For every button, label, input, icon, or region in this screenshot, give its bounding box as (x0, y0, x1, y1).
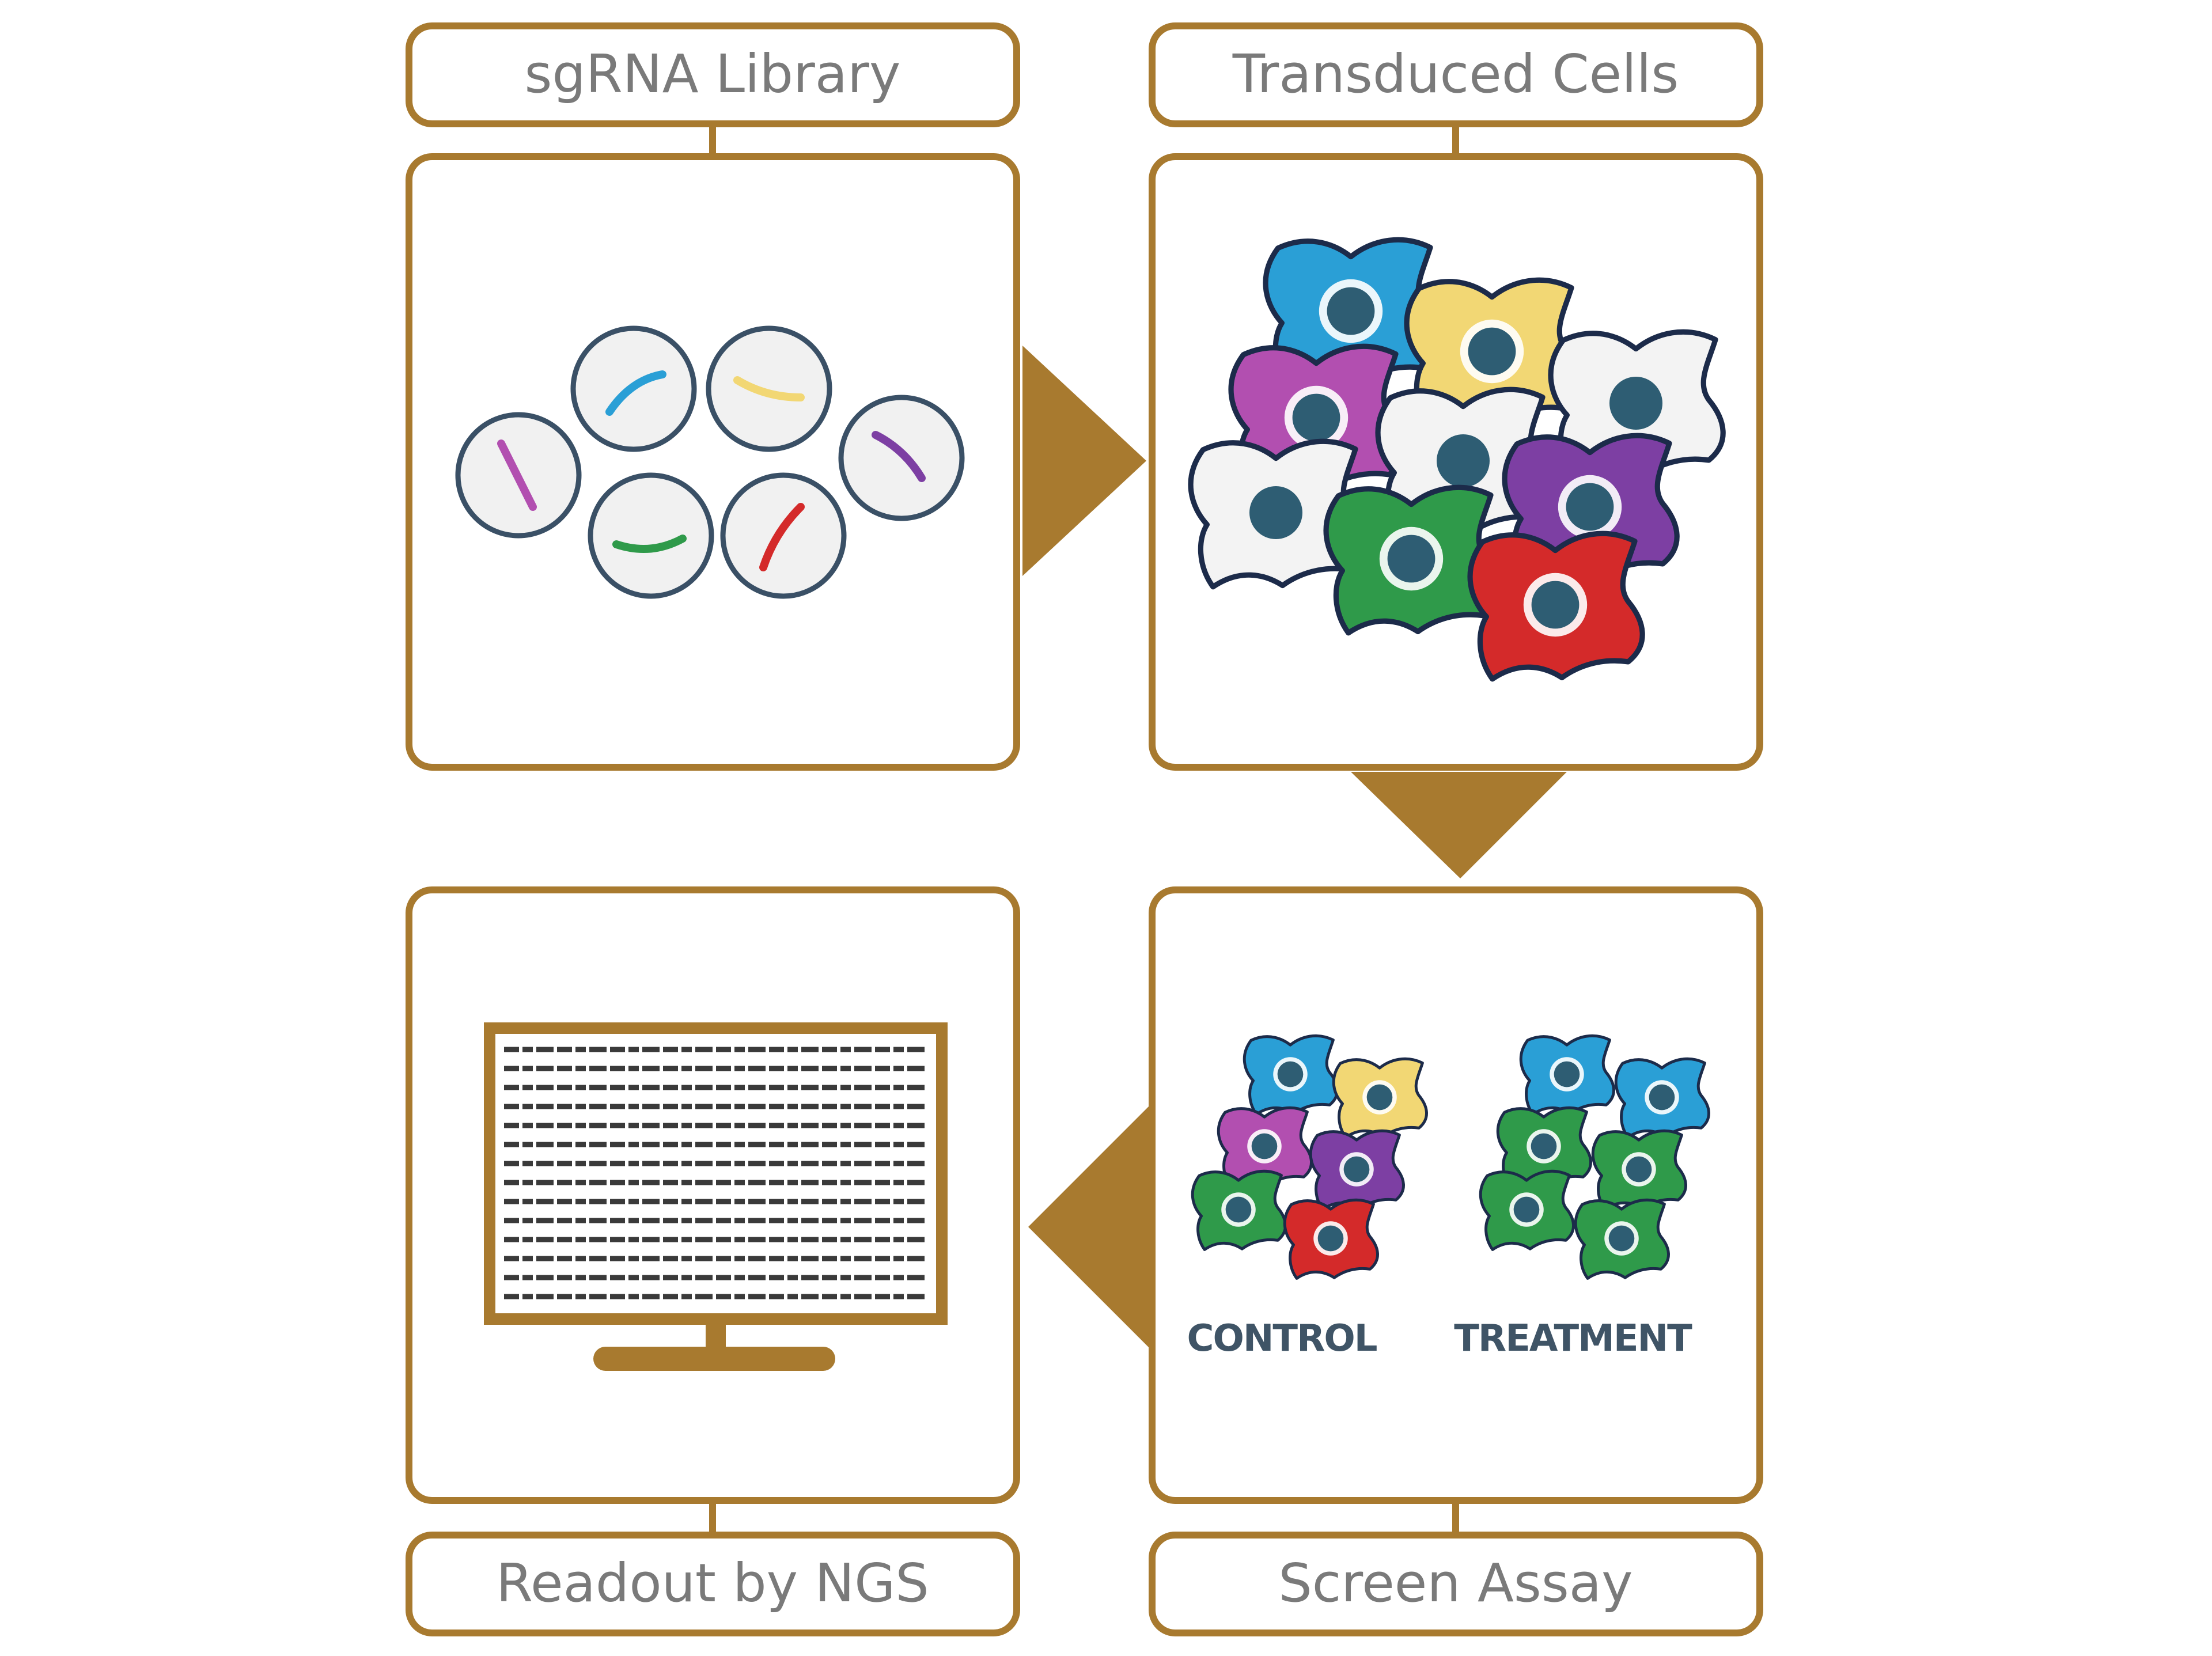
step-label-transduced-cells: Transduced Cells (1232, 43, 1679, 105)
cell-icon (1266, 240, 1438, 385)
cell-icon (1310, 1131, 1403, 1209)
cell-icon (1334, 1059, 1426, 1137)
sgrna-vesicle-icon (720, 472, 847, 599)
sgrna-library-panel (406, 153, 1020, 771)
cell-icon (1521, 1036, 1613, 1114)
cell-icon (1218, 1108, 1311, 1186)
step-sgrna-library: sgRNA Library (406, 22, 1020, 771)
triangle-arrow-icon (1028, 1106, 1149, 1348)
control-cell-cluster (1192, 1036, 1426, 1278)
cell-icon (1285, 1200, 1377, 1278)
monitor-icon (484, 1022, 948, 1371)
sgrna-vesicle-icon (838, 395, 965, 521)
sgrna-vesicle-icon (706, 325, 832, 452)
sequence-readout-lines (504, 1047, 927, 1299)
triangle-arrow-icon (1351, 772, 1567, 878)
triangle-arrow-icon (1022, 346, 1146, 576)
step-label-box (1149, 1532, 1763, 1636)
cell-icon (1575, 1200, 1668, 1278)
transduced-cell-cluster (1191, 240, 1723, 679)
step-readout-by-ngs: Readout by NGS (406, 886, 1020, 1636)
treatment-group-label: TREATMENT (1454, 1317, 1692, 1360)
cell-icon (1326, 487, 1498, 633)
monitor-neck (706, 1319, 726, 1348)
cell-icon (1498, 1108, 1590, 1186)
treatment-cell-cluster (1480, 1036, 1709, 1278)
control-group-label: CONTROL (1187, 1317, 1377, 1360)
step-screen-assay: Screen Assay (1149, 886, 1763, 1636)
step-label-readout-by-ngs: Readout by NGS (496, 1552, 929, 1614)
cell-icon (1480, 1171, 1573, 1249)
monitor-stand (593, 1347, 835, 1371)
cell-icon (1191, 441, 1363, 587)
cell-icon (1378, 389, 1550, 535)
sgrna-vesicle-icon (588, 472, 714, 599)
cell-icon (1616, 1059, 1709, 1137)
cell-icon (1593, 1131, 1685, 1209)
cell-icon (1407, 280, 1579, 426)
cell-icon (1192, 1171, 1285, 1249)
cell-icon (1244, 1036, 1337, 1114)
step-label-sgrna-library: sgRNA Library (525, 43, 901, 105)
sgrna-vesicle-icon (570, 325, 697, 452)
step-label-box (406, 1532, 1020, 1636)
sgrna-vesicle-icon (455, 412, 582, 539)
cell-icon (1231, 346, 1403, 492)
sgrna-vesicles (455, 325, 965, 599)
cell-icon (1470, 533, 1642, 679)
cell-icon (1505, 435, 1677, 581)
step-label-screen-assay: Screen Assay (1278, 1552, 1633, 1614)
step-transduced-cells: Transduced Cells (1149, 22, 1763, 771)
cell-icon (1551, 332, 1723, 478)
